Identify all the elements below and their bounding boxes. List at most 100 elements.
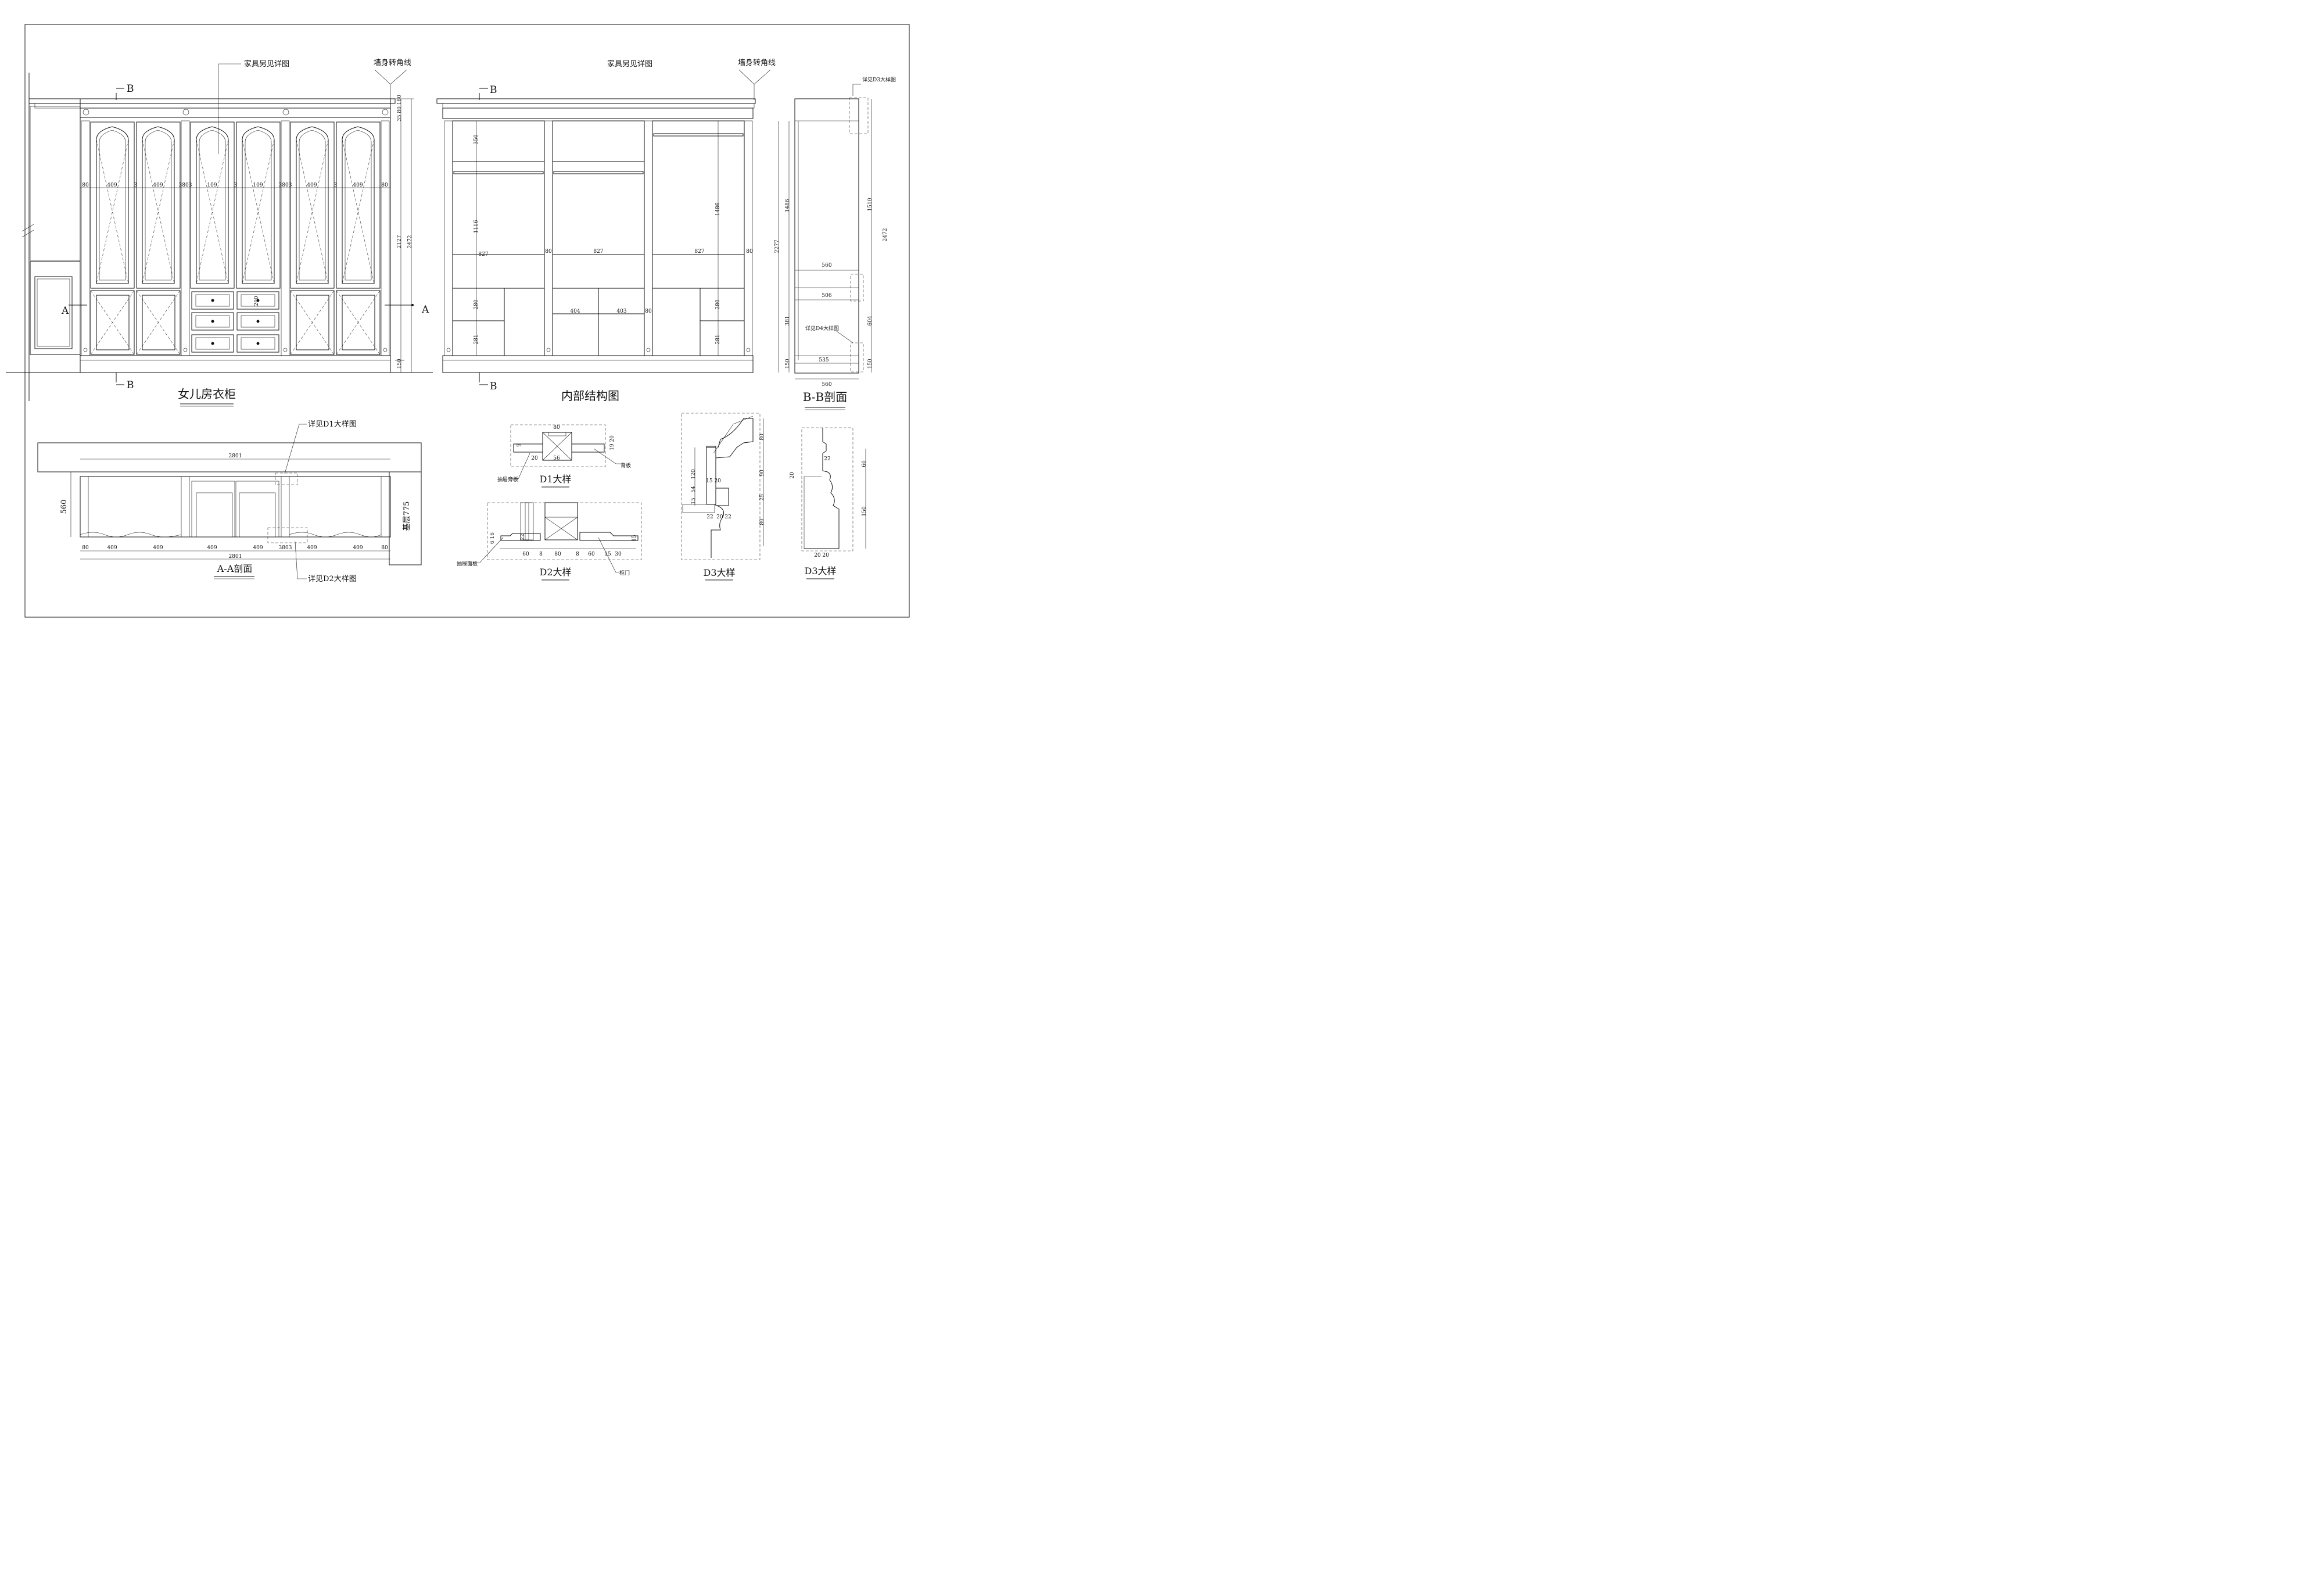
dim-label: 80 [554, 551, 561, 557]
dim-label: 8 [539, 551, 543, 557]
rosette-icon [282, 109, 289, 116]
dim-label: 25 [759, 494, 765, 501]
section-aa-title: A-A剖面 [217, 563, 253, 574]
section-mark-b: B [490, 381, 497, 392]
dim-label: 409 [153, 545, 163, 551]
dim-label: 80 [645, 309, 652, 314]
see-d3-note: 详见D3大样图 [862, 76, 896, 83]
dim-label: 80 [759, 518, 765, 525]
dim-label: 22 [520, 533, 526, 540]
dim-label: 20 22 [716, 514, 731, 520]
dim-label: 1486 [785, 199, 791, 212]
dim-label: 80 [746, 249, 753, 255]
dim-label: 560 [60, 500, 69, 514]
dim-label: 80 [82, 545, 89, 551]
dim-label: 280 [474, 299, 479, 309]
crown-band [34, 103, 391, 109]
dim-label: 20 [790, 472, 795, 479]
dim-label: 381 [785, 316, 791, 325]
dim-label: 409 [153, 182, 163, 188]
elevation-title: 女儿房衣柜 [178, 387, 236, 401]
dim-label: 30 [615, 551, 622, 557]
wainscot-inner-bead [37, 278, 70, 347]
section-mark-b: B [490, 84, 497, 96]
wall-corner-note: 墙身转角线 [374, 58, 411, 67]
dim-label: 54 [691, 486, 697, 493]
dim-label: 3 [333, 182, 337, 188]
cabinet-door-note: 柜门 [619, 570, 630, 576]
furniture-note: 家具另见详图 [244, 59, 289, 69]
d3-title: D3大样 [804, 565, 836, 576]
dim-label: 60 [588, 551, 595, 557]
dim-label: 80 [381, 182, 388, 188]
wainscot-inner-panel [34, 276, 73, 349]
cad-drawing-sheet: 80 409 3 409 3803 109 3 109 3803 409 3 4… [6, 24, 910, 618]
dim-label: 506 [822, 293, 831, 299]
dim-label: 35 80 180 [397, 95, 403, 121]
section-a-a: 2801 80 409 409 409 409 3803 409 409 80 … [37, 420, 422, 583]
dim-label: 409 [107, 182, 117, 188]
tall-doors [90, 121, 381, 289]
dim-label: 20 20 [814, 553, 829, 558]
dim-label: 409 [307, 545, 317, 551]
dim-label: 3803 [179, 182, 192, 188]
dim-label: 56 [553, 456, 560, 461]
dim-label: 200 [254, 296, 260, 306]
see-d1-note: 详见D1大样图 [308, 420, 357, 429]
detail-d3-crown: 80 90 25 80 120 54 15 15 20 22 20 22 D3大… [681, 413, 765, 581]
sheet-border [24, 24, 910, 618]
wainscot-panel [30, 261, 81, 355]
dim-label: 1510 [867, 198, 873, 211]
d3-title: D3大样 [703, 567, 735, 578]
dim-label: 15 20 [706, 478, 721, 484]
furniture-note: 家具另见详图 [607, 59, 652, 69]
dim-label: 109 [253, 182, 263, 188]
dim-label: 80 [82, 182, 89, 188]
dim-label: 604 [867, 316, 873, 325]
dim-label: 8 [576, 551, 579, 557]
dim-label: 560 [822, 382, 831, 388]
dim-label: 3803 [279, 545, 292, 551]
pilasters [81, 120, 390, 356]
dim-label: 827 [478, 252, 488, 257]
detail-d3-base: 60 150 20 22 20 20 D3大样 [790, 427, 867, 579]
wall-corner-note: 墙身转角线 [738, 58, 776, 67]
dim-label: 80 [759, 434, 765, 440]
dim-label: 20 [531, 456, 538, 461]
dim-label: 15 [632, 535, 637, 542]
dim-label: 3 [134, 182, 137, 188]
dim-label: 2127 [397, 235, 403, 248]
dim-label: 409 [107, 545, 117, 551]
break-symbol [21, 224, 34, 238]
dim-label: 150 [862, 506, 867, 516]
plinth [80, 355, 391, 373]
dim-label: 2277 [774, 239, 780, 253]
dim-label: 2801 [229, 453, 242, 459]
rosette-icon [182, 109, 189, 116]
dim-label: 3803 [279, 182, 292, 188]
dim-label: 3 [234, 182, 237, 188]
dim-label: 403 [616, 309, 626, 314]
dim-label: 1486 [715, 202, 721, 216]
dim-label: 80 [381, 545, 388, 551]
dim-label: 2472 [407, 235, 413, 249]
dim-label: 150 [867, 359, 873, 368]
dim-label: 60 [522, 551, 529, 557]
rosette-icon [382, 109, 389, 116]
dim-label: 560 [822, 263, 831, 268]
see-d2-note: 详见D2大样图 [308, 575, 357, 583]
back-panel-note: 背板 [621, 462, 631, 469]
dim-label: 1116 [474, 220, 479, 233]
see-d4-note: 详见D4大样图 [805, 325, 839, 332]
dim-label: 80 [545, 249, 552, 255]
detail-d1: 80 56 20 9 19 20 背板 抽屉旁板 D1大样 [497, 424, 631, 488]
quilted-wallpaper [30, 106, 81, 261]
detail-d2: 60 8 80 8 60 15 30 22 6 16 15 抽屉面板 柜门 D2… [457, 502, 642, 581]
section-mark-b: B [127, 83, 134, 95]
dim-label: 120 [691, 469, 697, 479]
section-mark-a: A [421, 304, 429, 316]
interior-title: 内部结构图 [561, 389, 619, 403]
dim-label: 409 [207, 545, 217, 551]
frieze [80, 108, 391, 118]
rosette-icon [83, 109, 89, 116]
